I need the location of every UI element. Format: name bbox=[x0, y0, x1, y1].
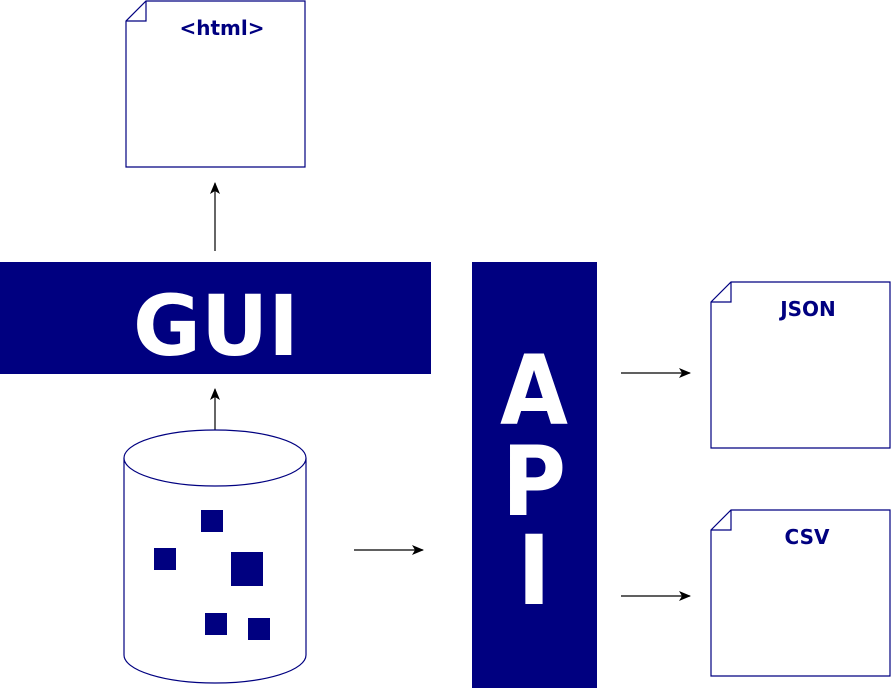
data-block bbox=[154, 548, 176, 570]
gui-label: GUI bbox=[133, 277, 299, 375]
csv-document-label: CSV bbox=[785, 525, 830, 549]
api-letter-i: I bbox=[517, 515, 551, 627]
data-block bbox=[231, 552, 263, 586]
api-banner: A P I bbox=[472, 262, 597, 688]
api-letter-a: A bbox=[500, 335, 568, 447]
data-block bbox=[201, 510, 223, 532]
html-document: <html> bbox=[125, 0, 306, 168]
html-document-label: <html> bbox=[179, 16, 264, 40]
api-letter-p: P bbox=[502, 426, 566, 538]
database-cylinder bbox=[123, 429, 307, 684]
gui-banner: GUI bbox=[0, 262, 431, 375]
json-document: JSON bbox=[710, 281, 891, 449]
data-block bbox=[248, 618, 270, 640]
data-block bbox=[205, 613, 227, 635]
csv-document: CSV bbox=[710, 509, 891, 677]
json-document-label: JSON bbox=[778, 297, 836, 321]
